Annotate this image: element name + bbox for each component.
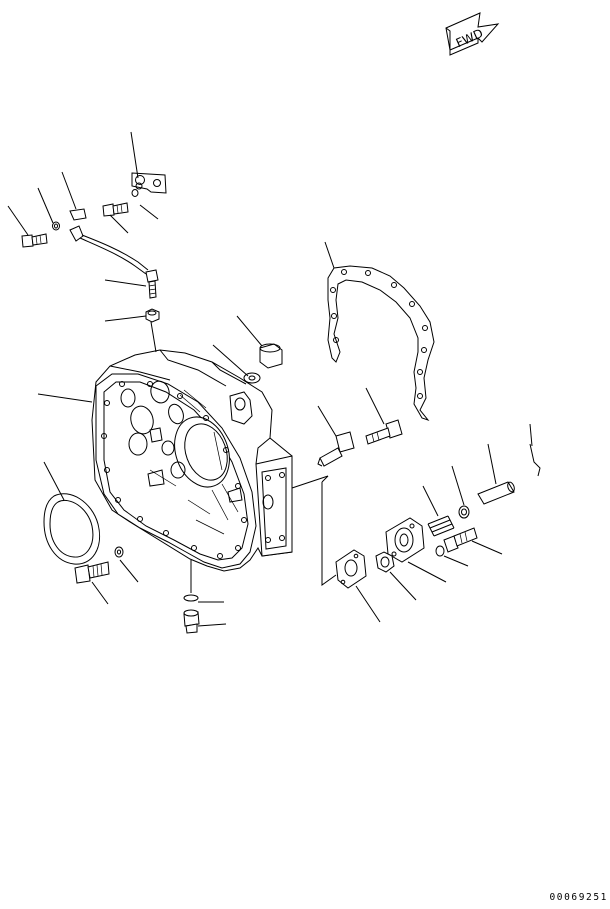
drain-plug	[183, 609, 200, 634]
cover-gasket-small	[335, 549, 367, 589]
small-clip	[69, 208, 87, 221]
pickup-sensor	[317, 431, 355, 467]
clamp-bolt-right	[102, 202, 129, 217]
washer-right	[131, 189, 139, 197]
washer-left	[52, 221, 60, 231]
drive-shaft	[477, 481, 515, 505]
clamp-bolt-left	[21, 233, 48, 248]
leader-lines	[7, 131, 533, 627]
mounting-bolt	[365, 419, 403, 445]
cover-washer	[435, 545, 445, 557]
snap-ring	[458, 505, 470, 519]
spring	[427, 515, 455, 537]
plug-washer	[243, 372, 261, 384]
nut	[145, 308, 160, 323]
flywheel-housing	[91, 349, 293, 572]
wire-harness	[69, 182, 149, 275]
speed-sensor	[145, 269, 159, 299]
housing-bolt	[74, 561, 110, 584]
pump-cover	[385, 517, 425, 563]
inspection-plug	[259, 343, 283, 369]
housing-washer	[114, 546, 124, 558]
drive-shaft-seal	[529, 443, 541, 477]
catalog-number: 00069251	[549, 892, 608, 903]
cover-bolt	[443, 527, 478, 553]
cover-gasket	[327, 265, 435, 422]
gear	[375, 551, 395, 573]
drain-o-ring	[183, 594, 199, 602]
fwd-arrow-icon: FWD	[445, 12, 500, 56]
oil-seal	[43, 493, 100, 565]
sensor-bracket	[131, 172, 167, 194]
